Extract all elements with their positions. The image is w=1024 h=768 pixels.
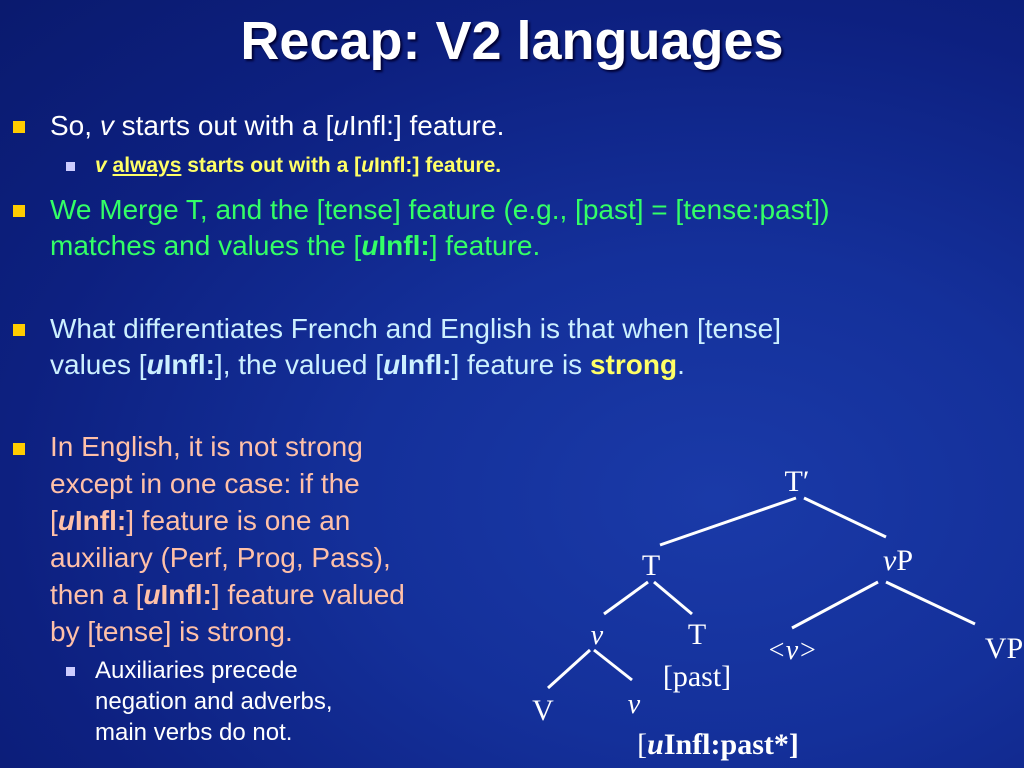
text: matches and values the [ — [50, 230, 362, 261]
bullet-marker — [13, 443, 25, 455]
slide-title: Recap: V2 languages — [240, 11, 784, 71]
bullet-3-line-2: values [uInfl:], the valued [uInfl:] fea… — [50, 347, 685, 383]
tree-branch — [885, 580, 976, 626]
bullet-1: So, v starts out with a [uInfl:] feature… — [50, 108, 504, 144]
text: . — [677, 349, 685, 380]
tree-branch — [803, 496, 887, 539]
bullet-4-line-4: auxiliary (Perf, Prog, Pass), — [50, 542, 391, 573]
text: ] feature is one an — [126, 505, 351, 536]
sub-bullet-marker — [66, 162, 75, 171]
text: values [ — [50, 349, 147, 380]
bullet-2-line-2: matches and values the [uInfl:] feature. — [50, 228, 540, 264]
text: u — [647, 728, 664, 761]
node-tbar: T′ — [785, 465, 810, 498]
tree-branch — [791, 580, 879, 630]
node-v-trace: <v> — [767, 635, 817, 666]
text: u — [361, 230, 379, 261]
text: then a [ — [50, 579, 144, 610]
node-past: [past] — [663, 660, 731, 693]
text: [ — [637, 728, 647, 761]
text: So, — [50, 110, 100, 141]
text: v — [95, 154, 107, 177]
text: u — [333, 110, 349, 141]
text: Infl: — [74, 505, 127, 536]
text: Infl: — [400, 349, 452, 380]
text: v — [883, 544, 897, 577]
text: Infl: — [378, 230, 430, 261]
bullet-4a-line-1: Auxiliaries precede — [95, 657, 298, 684]
node-vp2: VP — [985, 632, 1023, 665]
text: ] feature. — [412, 154, 502, 177]
bullet-1a: v always starts out with a [uInfl:] feat… — [95, 152, 501, 180]
text: u — [143, 579, 161, 610]
text: [ — [50, 505, 58, 536]
bullet-marker — [13, 324, 25, 336]
text: Infl: — [373, 154, 413, 177]
bullet-4-line-3: [uInfl:] feature is one an — [50, 503, 350, 539]
node-vp: vP — [883, 544, 913, 577]
tree-branch — [546, 648, 592, 690]
bullet-marker — [13, 205, 25, 217]
text: ] feature is — [451, 349, 590, 380]
text: ] feature. — [429, 230, 541, 261]
tree-branch — [653, 580, 693, 616]
node-uinfl: [uInfl:past*] — [637, 728, 799, 761]
bullet-2-line-1: We Merge T, and the [tense] feature (e.g… — [50, 194, 830, 225]
text: Infl:past*] — [664, 728, 799, 761]
text: u — [57, 505, 75, 536]
node-v2: v — [628, 689, 641, 720]
node-t2: T — [688, 618, 706, 651]
sub-bullet-marker — [66, 667, 75, 676]
text: ] feature valued — [211, 579, 405, 610]
text: v — [99, 110, 114, 141]
text: always — [112, 154, 182, 177]
text: P — [896, 544, 913, 577]
bullet-4-line-2: except in one case: if the — [50, 468, 360, 499]
tree-branch — [593, 648, 633, 682]
bullet-4a-line-2: negation and adverbs, — [95, 688, 333, 715]
text: ] feature. — [393, 110, 505, 141]
tree-branch — [603, 580, 649, 616]
bullet-4a-line-3: main verbs do not. — [95, 719, 293, 746]
bullet-marker — [13, 121, 25, 133]
text: starts out with a [ — [181, 154, 362, 177]
bullet-3-line-1: What differentiates French and English i… — [50, 313, 782, 344]
text: starts out with a [ — [113, 110, 334, 141]
text: ], the valued [ — [214, 349, 384, 380]
text: u — [146, 349, 164, 380]
text: u — [383, 349, 401, 380]
bullet-4-line-1: In English, it is not strong — [50, 431, 363, 462]
node-t: T — [642, 549, 660, 582]
text: u — [361, 154, 374, 177]
bullet-4-line-6: by [tense] is strong. — [50, 616, 293, 647]
text: strong — [589, 349, 678, 380]
node-V: V — [532, 694, 554, 727]
text: Infl: — [348, 110, 394, 141]
node-v: v — [591, 620, 604, 651]
bullet-4-line-5: then a [uInfl:] feature valued — [50, 577, 405, 613]
tree-branch — [659, 496, 797, 547]
text: Infl: — [160, 579, 212, 610]
text: Infl: — [163, 349, 215, 380]
